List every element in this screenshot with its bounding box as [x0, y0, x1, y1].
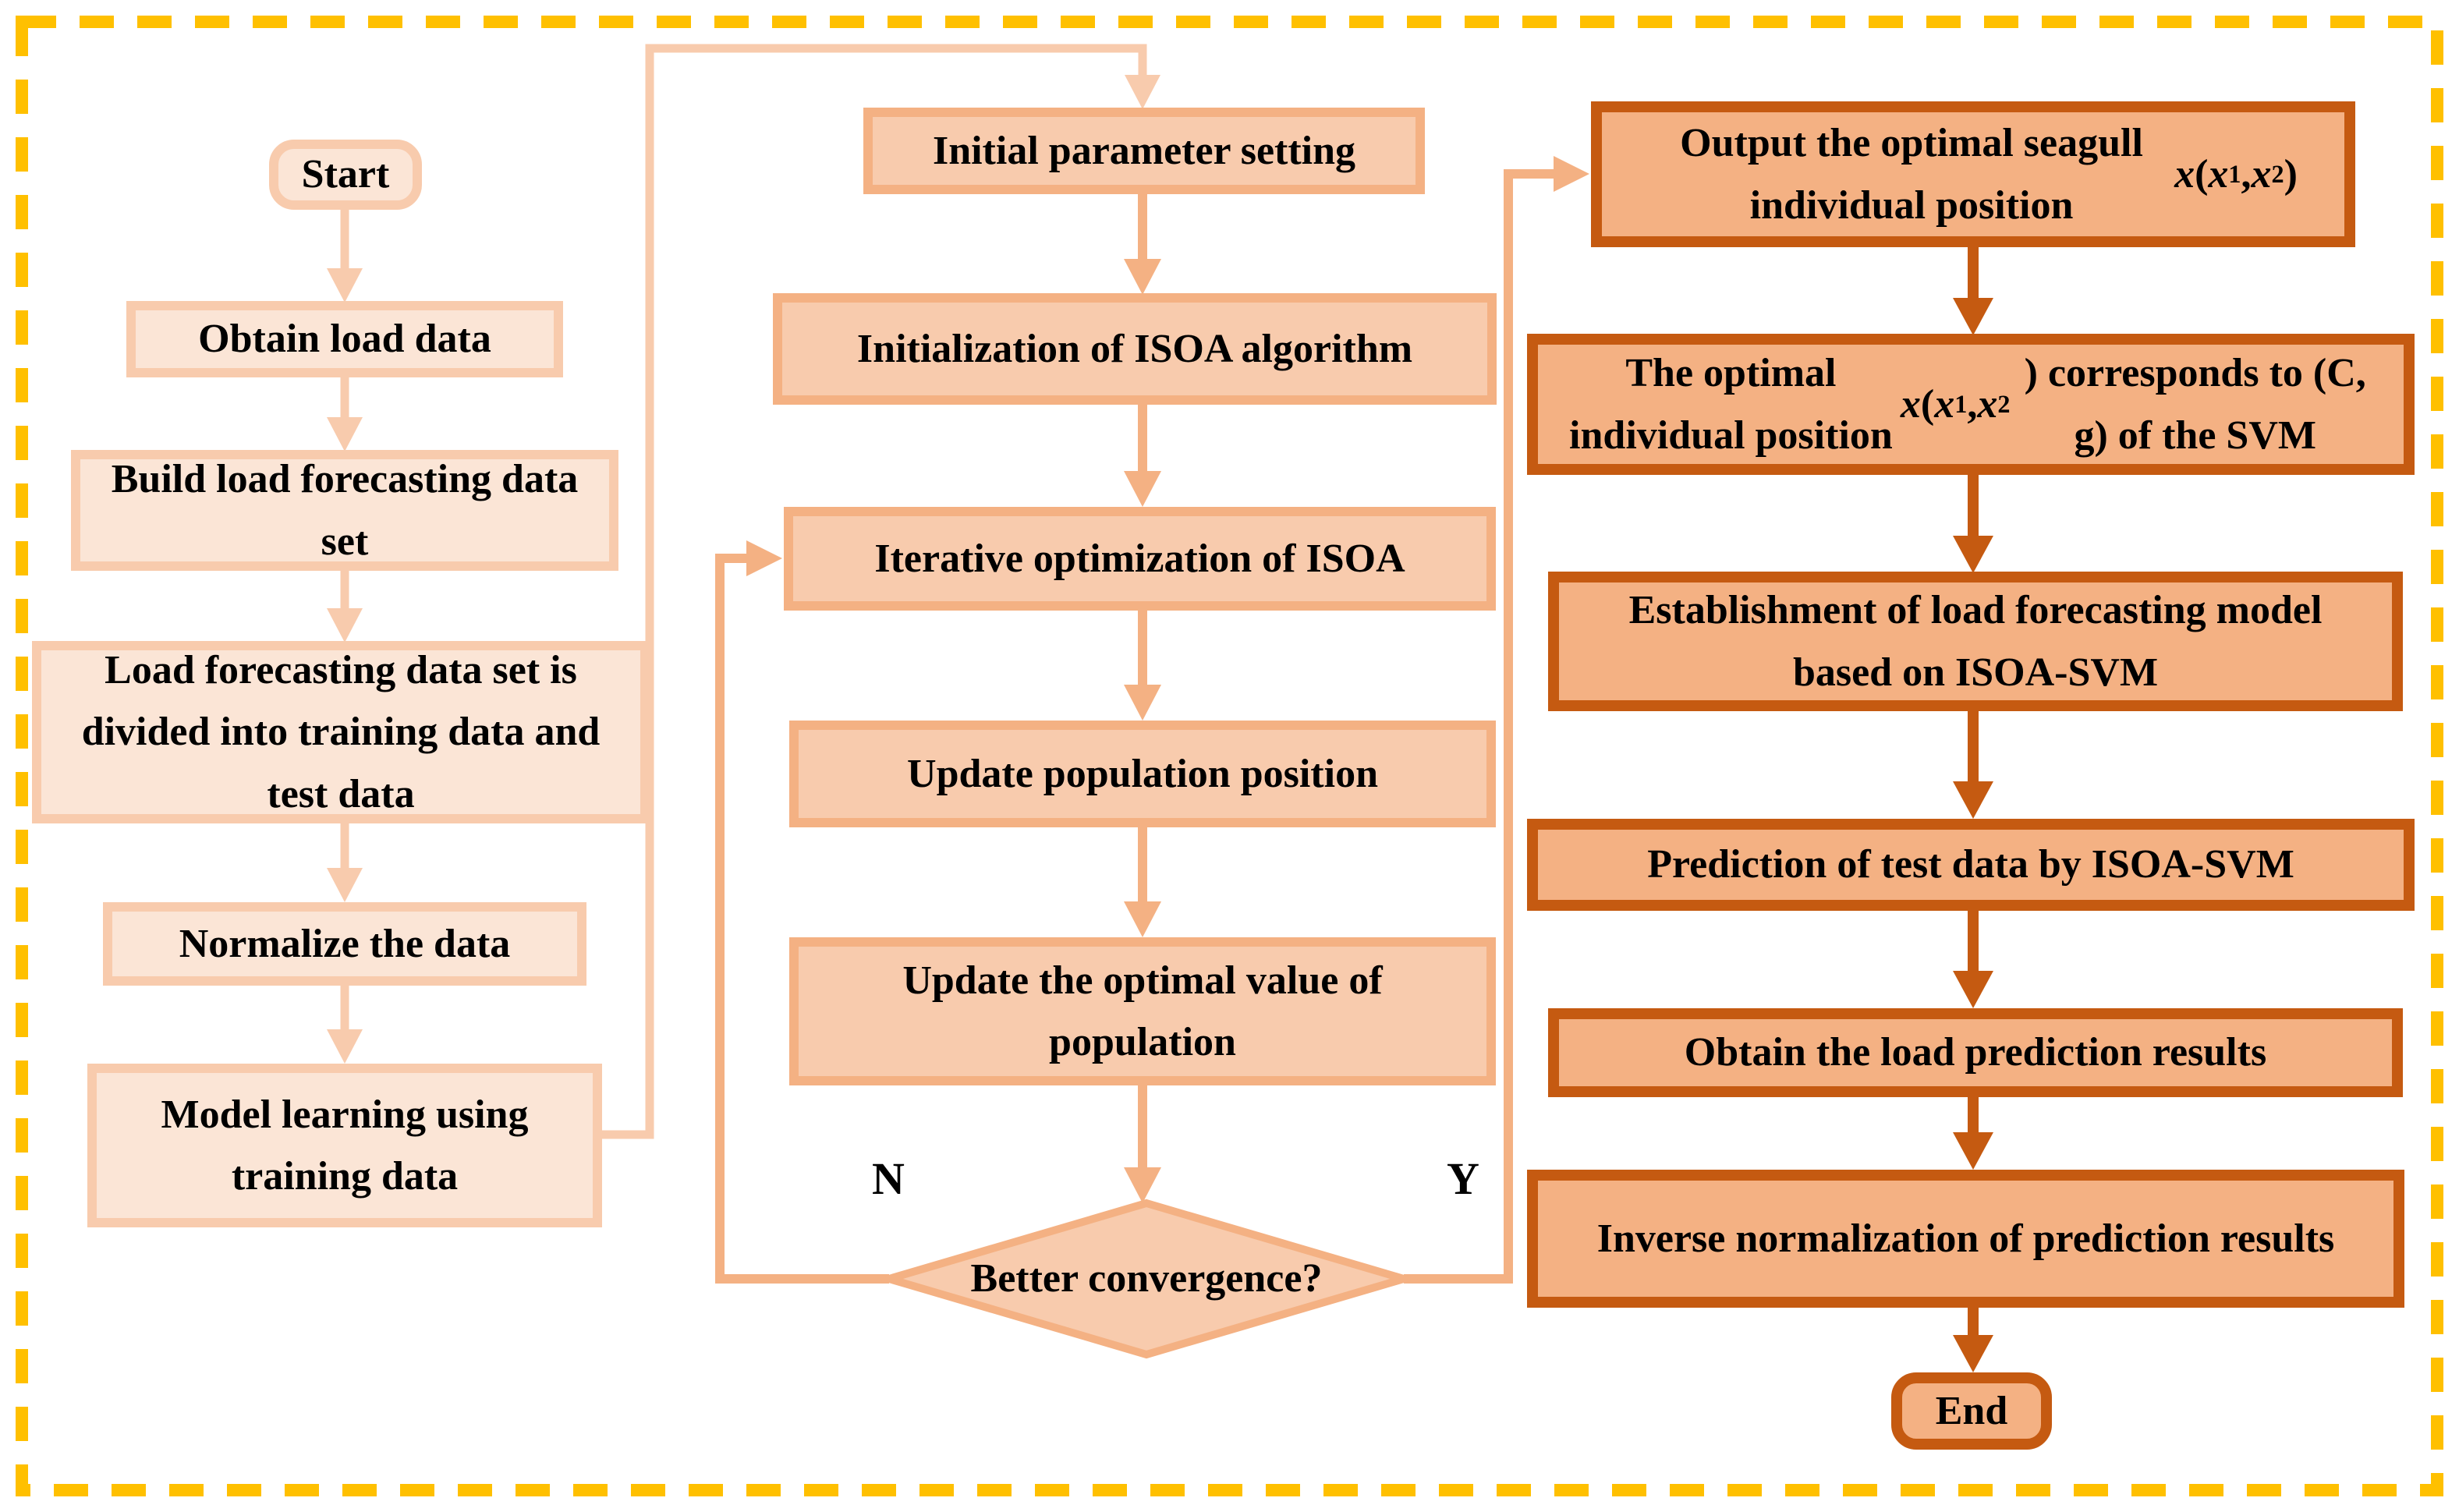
node-initialization-isoa: Initialization of ISOA algorithm — [773, 293, 1497, 405]
branch-label-yes: Y — [1447, 1153, 1479, 1204]
arrowhead-start-to-obtain — [327, 268, 363, 303]
arrowhead-obtain-to-build — [327, 417, 363, 451]
node-output-position: Output the optimal seagull individual po… — [1591, 101, 2355, 247]
node-inverse-normalization: Inverse normalization of prediction resu… — [1527, 1170, 2404, 1308]
arrowhead-inverse-to-end — [1953, 1335, 1993, 1372]
dashed-frame — [16, 16, 2443, 1496]
node-obtain-load-data: Obtain load data — [126, 301, 563, 377]
branch-label-no: N — [872, 1153, 905, 1204]
decision-diamond — [875, 1199, 1418, 1359]
arrowhead-build-to-divide — [327, 608, 363, 643]
node-iterative-optimization: Iterative optimization of ISOA — [784, 507, 1496, 611]
node-end: End — [1891, 1372, 2052, 1450]
node-build-data-set: Build load forecasting data set — [71, 450, 618, 571]
arrowhead-position-to-establish — [1953, 536, 1993, 573]
node-prediction-test: Prediction of test data by ISOA-SVM — [1527, 819, 2415, 911]
connector-no-loop — [715, 554, 889, 1284]
arrowhead-normalize-to-model — [327, 1029, 363, 1064]
arrowhead-yes-branch — [1554, 156, 1589, 192]
connector-model-to-initial — [602, 44, 1147, 1139]
node-initial-parameter: Initial parameter setting — [863, 108, 1425, 194]
node-establish-model: Establishment of load forecasting model … — [1548, 572, 2403, 711]
node-start: Start — [269, 140, 422, 210]
arrowhead-iterative-to-updatepop — [1124, 685, 1161, 721]
arrowhead-output-to-position — [1953, 298, 1993, 335]
arrowhead-initial-to-initialization — [1124, 259, 1161, 295]
arrowhead-model-to-initial — [1125, 75, 1160, 109]
arrowhead-updatepop-to-updateopt — [1124, 901, 1161, 937]
arrowhead-initialization-to-iterative — [1124, 471, 1161, 507]
node-divide-data-set: Load forecasting data set is divided int… — [32, 641, 650, 823]
node-normalize: Normalize the data — [103, 902, 586, 986]
arrowhead-prediction-to-results — [1953, 971, 1993, 1008]
node-update-population: Update population position — [789, 721, 1496, 827]
arrowhead-establish-to-prediction — [1953, 781, 1993, 819]
arrowhead-updateopt-to-decision — [1124, 1167, 1161, 1203]
node-model-learning: Model learning using training data — [87, 1064, 602, 1227]
connector-yes-branch — [1404, 169, 1555, 1284]
node-decision-label: Better convergence? — [970, 1256, 1323, 1301]
arrowhead-divide-to-normalize — [327, 868, 363, 902]
node-obtain-results: Obtain the load prediction results — [1548, 1008, 2403, 1097]
arrowhead-no-loop — [746, 540, 782, 576]
node-update-optimal: Update the optimal value of population — [789, 937, 1496, 1085]
arrowhead-results-to-inverse — [1953, 1132, 1993, 1170]
